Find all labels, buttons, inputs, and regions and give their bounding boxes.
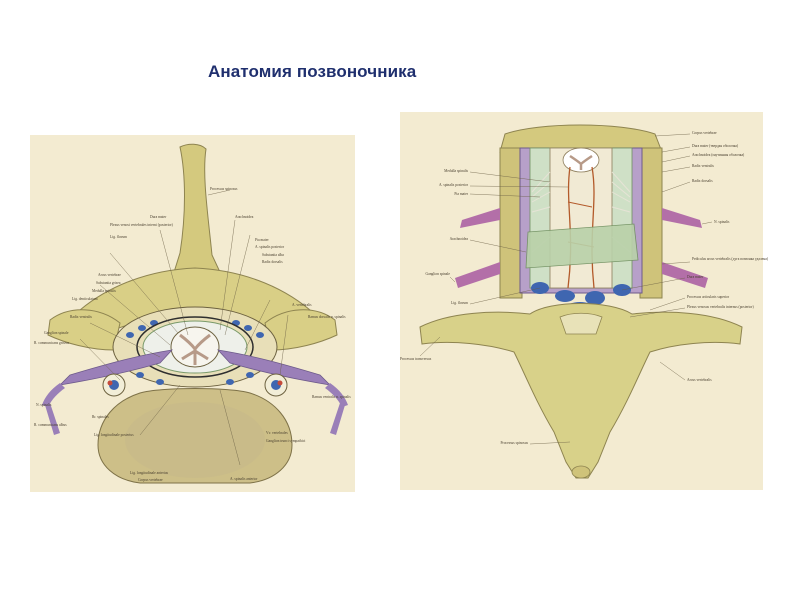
right-label: Processus transversus [400, 357, 432, 361]
left-label: Dura mater [150, 215, 167, 219]
left-label: Pia mater [255, 238, 269, 242]
right-label: Ganglion spinale [425, 272, 450, 276]
right-label: N. spinalis [714, 220, 730, 224]
left-label: Lig. longitudinale posterius [94, 433, 134, 437]
left-label: Lig. longitudinale anterius [130, 471, 169, 475]
right-label: Plexus venosus vertebralis internus (pos… [687, 305, 754, 309]
left-label: Ganglion trunci sympathici [266, 439, 306, 443]
right-label: Dura mater (твердая оболочка) [692, 144, 739, 148]
left-label: Arachnoidea [235, 215, 254, 219]
left-label: Vv. vertebrales [266, 431, 288, 435]
left-label: Ramus dorsalis n. spinalis [308, 315, 346, 319]
right-label: Arachnoidea [449, 237, 468, 241]
left-label: Rr. spinales [92, 415, 109, 419]
right-label: Arachnoidea (паутинная оболочка) [692, 153, 745, 157]
left-label: Ramus ventralis n. spinalis [312, 395, 351, 399]
vertebra-cross-section-image: Processus spinosus Dura mater Arachnoide… [30, 135, 355, 492]
spinal-canal-dorsal-view-drawing [419, 124, 743, 479]
right-label: Corpus vertebrae [692, 131, 717, 135]
right-label: Pia mater [454, 192, 468, 196]
right-label: A. spinalis posterior [438, 183, 468, 187]
right-label: Radix ventralis [692, 164, 714, 168]
left-label: Radix ventralis [70, 315, 92, 319]
right-label: Lig. flavum [451, 301, 468, 305]
right-label: Processus spinosus [500, 441, 528, 445]
left-label: Plexus venosi vertebrales interni (poste… [110, 223, 173, 227]
left-label: Medulla spinalis [92, 289, 116, 293]
right-label: Arcus vertebralis [687, 378, 712, 382]
left-label: A. vertebralis [292, 303, 312, 307]
spinal-canal-dorsal-view-image: Corpus vertebrae Dura mater (твердая обо… [400, 112, 768, 490]
left-label: R. communicans griseus [34, 341, 70, 345]
left-label: R. communicans albus [34, 423, 67, 427]
left-label: Processus spinosus [210, 187, 238, 191]
right-label: Radix dorsalis [692, 179, 713, 183]
left-label: Lig. flavum [110, 235, 127, 239]
left-label: A. spinalis posterior [255, 245, 285, 249]
left-label: Ganglion spinale [44, 331, 69, 335]
left-label: Substantia alba [262, 253, 284, 257]
right-label: Medulla spinalis [444, 169, 468, 173]
left-label: N. spinalis [36, 403, 52, 407]
left-label: Lig. denticulatum [72, 297, 98, 301]
left-label: Corpus vertebrae [138, 478, 163, 482]
left-label: A. spinalis anterior [230, 477, 258, 481]
right-label: Processus articularis superior [687, 295, 730, 299]
page-title: Анатомия позвоночника [208, 62, 417, 81]
right-label: Pediculus arcus vertebralis (дуга позвон… [692, 257, 769, 261]
vertebra-cross-section-drawing [42, 143, 348, 484]
right-label: Dura mater [687, 275, 704, 279]
left-label: Substantia grisea [96, 281, 121, 285]
left-label: Radix dorsalis [262, 260, 283, 264]
left-label: Arcus vertebrae [98, 273, 121, 277]
